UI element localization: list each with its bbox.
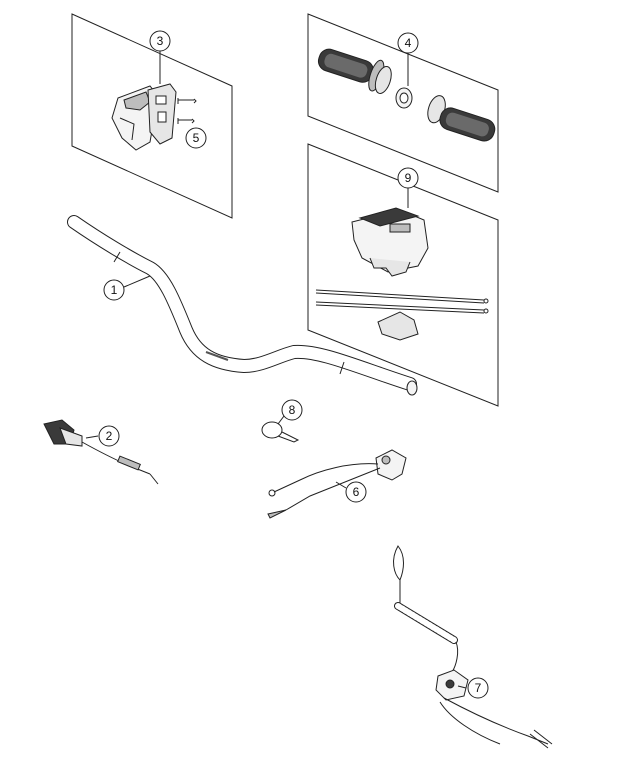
- callout-1: 1: [103, 279, 125, 301]
- callout-3-label: 3: [157, 34, 164, 48]
- callout-4: 4: [397, 32, 419, 54]
- callout-9-label: 9: [405, 171, 412, 185]
- callout-3: 3: [149, 30, 171, 52]
- throttle-grips-icon: [317, 48, 496, 142]
- callout-4-label: 4: [405, 36, 412, 50]
- cable-tie-small-icon: [261, 421, 300, 443]
- callout-6-label: 6: [353, 485, 360, 499]
- panel-9-mount-kit: [307, 143, 499, 407]
- panel-3-switch-housing: [71, 13, 233, 219]
- mount-bracket-icon: [377, 311, 419, 341]
- callout-1-label: 1: [111, 283, 118, 297]
- throttle-cable-icon: [43, 419, 159, 485]
- tool-box-icon: [351, 207, 429, 277]
- lanyard-switch-icon: [393, 545, 553, 749]
- cable-tie-icon: [315, 289, 489, 314]
- panel-4-throttle-grips: [307, 13, 499, 193]
- callout-6: 6: [345, 481, 367, 503]
- callout-7: 7: [467, 677, 489, 699]
- callout-5: 5: [185, 127, 207, 149]
- callout-8: 8: [281, 399, 303, 421]
- switch-housing-icon: [111, 83, 197, 151]
- callout-2-label: 2: [106, 429, 113, 443]
- callout-5-label: 5: [193, 131, 200, 145]
- callout-2: 2: [98, 425, 120, 447]
- callout-8-label: 8: [289, 403, 296, 417]
- callout-9: 9: [397, 167, 419, 189]
- kill-switch-icon: [267, 449, 407, 519]
- callout-7-label: 7: [475, 681, 482, 695]
- handlebar-icon: [67, 215, 418, 396]
